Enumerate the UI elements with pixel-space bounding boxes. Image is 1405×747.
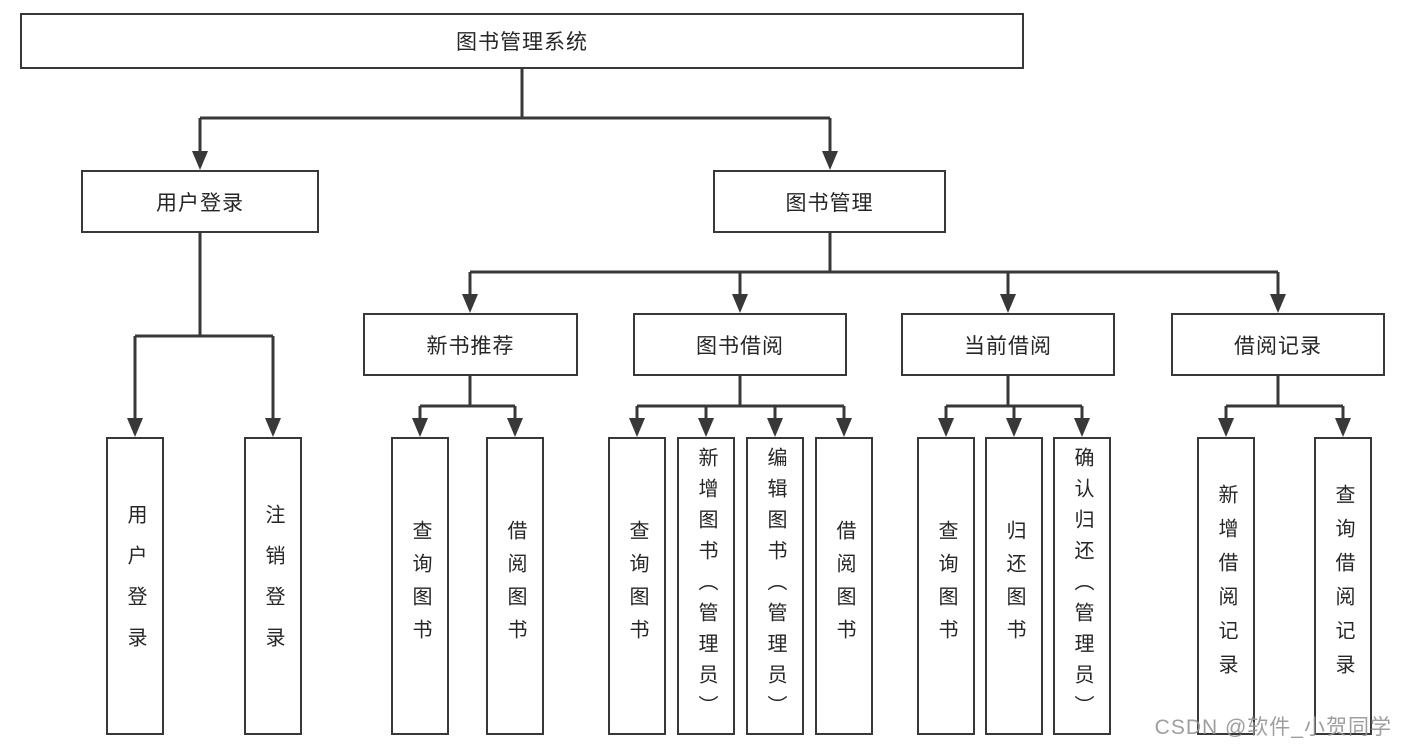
node-new-book-recommend-label: 新书推荐: [426, 334, 515, 358]
node-borrowing-records-label: 借阅记录: [1234, 334, 1322, 358]
leaf-add-borrow-record-label: 新增借阅记录: [1215, 484, 1237, 688]
node-book-borrowing-label: 图书借阅: [696, 334, 784, 358]
node-current-borrowing-label: 当前借阅: [964, 334, 1052, 358]
node-root-system: 图书管理系统: [20, 13, 1024, 69]
leaf-query-books-current-label: 查询图书: [935, 520, 957, 652]
leaf-query-books-recommend: 查询图书: [391, 437, 449, 735]
leaf-return-books-label: 归还图书: [1003, 520, 1025, 652]
leaf-edit-books-admin: 编辑图书（管理员）: [746, 437, 804, 735]
node-new-book-recommend: 新书推荐: [363, 313, 578, 376]
leaf-return-books: 归还图书: [985, 437, 1043, 735]
node-borrowing-records: 借阅记录: [1171, 313, 1385, 376]
leaf-query-borrow-record-label: 查询借阅记录: [1332, 484, 1354, 688]
leaf-query-books-current: 查询图书: [917, 437, 975, 735]
node-user-login: 用户登录: [81, 170, 319, 233]
node-book-management-label: 图书管理: [785, 191, 874, 215]
leaf-add-books-admin: 新增图书（管理员）: [677, 437, 735, 735]
leaf-borrow-books-recommend: 借阅图书: [486, 437, 544, 735]
csdn-watermark: CSDN @软件_小贺同学: [1154, 716, 1392, 739]
node-book-management: 图书管理: [713, 170, 946, 233]
leaf-add-books-admin-label: 新增图书（管理员）: [695, 446, 717, 726]
node-current-borrowing: 当前借阅: [901, 313, 1115, 376]
leaf-query-books-borrowing-label: 查询图书: [626, 520, 648, 652]
node-user-login-label: 用户登录: [156, 191, 244, 215]
leaf-edit-books-admin-label: 编辑图书（管理员）: [764, 446, 786, 726]
arrowhead-icons: [127, 151, 1351, 437]
leaf-query-books-recommend-label: 查询图书: [409, 520, 431, 652]
leaf-query-borrow-record: 查询借阅记录: [1314, 437, 1372, 735]
leaf-logout: 注销登录: [244, 437, 302, 735]
leaf-confirm-return-admin-label: 确认归还（管理员）: [1071, 446, 1093, 726]
leaf-user-login-label: 用户登录: [124, 504, 146, 668]
node-book-borrowing: 图书借阅: [633, 313, 847, 376]
leaf-borrow-books-recommend-label: 借阅图书: [504, 520, 526, 652]
leaf-confirm-return-admin: 确认归还（管理员）: [1053, 437, 1111, 735]
leaf-add-borrow-record: 新增借阅记录: [1197, 437, 1255, 735]
leaf-logout-label: 注销登录: [262, 504, 284, 668]
leaf-query-books-borrowing: 查询图书: [608, 437, 666, 735]
node-root-system-label: 图书管理系统: [456, 31, 588, 54]
leaf-borrow-books: 借阅图书: [815, 437, 873, 735]
leaf-user-login: 用户登录: [106, 437, 164, 735]
leaf-borrow-books-label: 借阅图书: [833, 520, 855, 652]
